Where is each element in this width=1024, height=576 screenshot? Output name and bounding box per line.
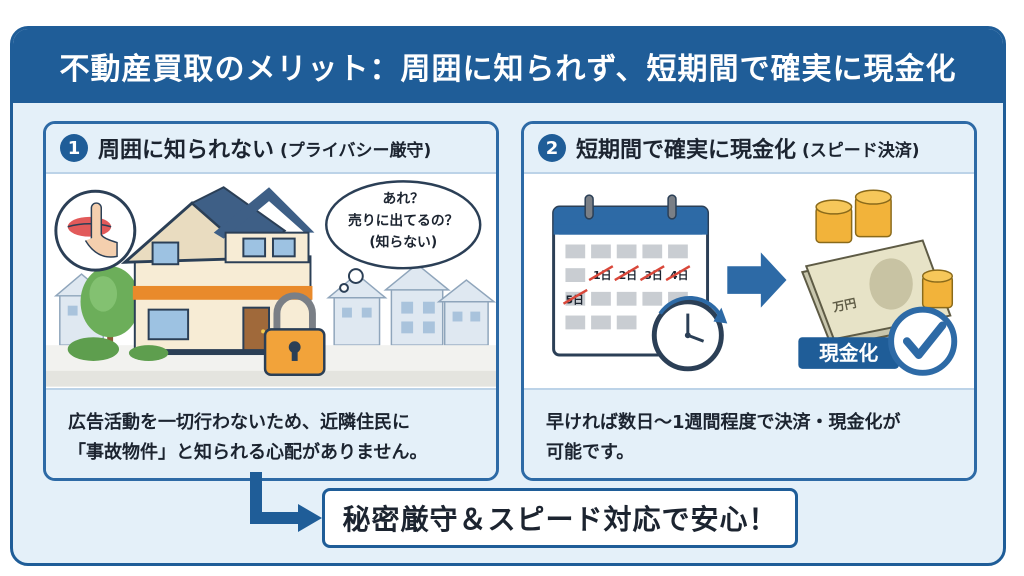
bill-label: 万円 [831, 296, 858, 315]
panel-privacy-body-line-1: 広告活動を一切行わないため、近隣住民に [68, 412, 410, 433]
calendar-day-3: 3日 [644, 269, 662, 282]
panel-speed: 2 短期間で確実に現金化 (スピード決済) 1日 2日 [521, 121, 977, 481]
panel-speed-body-line-1: 早ければ数日〜1週間程度で決済・現金化が [546, 412, 901, 433]
cta-banner: 秘密厳守＆スピード対応で安心！ [322, 488, 798, 548]
bubble-line-1: あれ？ [383, 191, 424, 207]
speed-illustration: 1日 2日 3日 4日 5日 [552, 189, 958, 376]
number-badge-1: 1 [60, 134, 88, 162]
calendar-day-2: 2日 [619, 269, 637, 282]
right-arrow-icon [727, 252, 787, 308]
panel-privacy-body-line-2: 「事故物件」と知られる心配がありません。 [68, 442, 428, 463]
infographic-frame: 不動産買取のメリット：周囲に知られず、短期間で確実に現金化 1 周囲に知られない… [10, 26, 1006, 566]
panel-speed-heading: 2 短期間で確実に現金化 (スピード決済) [524, 124, 974, 174]
clock-icon [651, 295, 728, 372]
panel-privacy-subtitle: (プライバシー厳守) [280, 140, 432, 161]
house-illustration: あれ？ 売りに出てるの？ (知らない) [46, 180, 496, 387]
bubble-line-2: 売りに出てるの？ [348, 212, 458, 229]
panel-speed-body-line-2: 可能です。 [546, 442, 635, 463]
panel-privacy: 1 周囲に知られない (プライバシー厳守) [43, 121, 499, 481]
panel-privacy-heading: 1 周囲に知られない (プライバシー厳守) [46, 124, 496, 174]
number-badge-2: 2 [538, 134, 566, 162]
bubble-line-3: (知らない) [369, 233, 437, 250]
panel-speed-title: 短期間で確実に現金化 [576, 138, 797, 163]
padlock-icon [263, 292, 326, 376]
panel-privacy-title: 周囲に知られない [98, 138, 275, 163]
hush-face-icon [54, 189, 137, 272]
calendar-day-1: 1日 [593, 269, 611, 282]
panel-privacy-body: 広告活動を一切行わないため、近隣住民に 「事故物件」と知られる心配がありません。 [46, 388, 496, 478]
checkmark-icon [888, 306, 958, 376]
tree-icon [67, 266, 140, 361]
calendar-day-4: 4日 [670, 269, 688, 282]
page-title: 不動産買取のメリット：周囲に知られず、短期間で確実に現金化 [13, 29, 1003, 103]
cash-label: 現金化 [819, 342, 878, 365]
panel-speed-subtitle: (スピード決済) [802, 140, 920, 161]
cash-label-box [798, 337, 899, 369]
calendar-day-5: 5日 [565, 294, 583, 307]
speech-bubble: あれ？ 売りに出てるの？ (知らない) [325, 180, 482, 293]
panel-speed-body: 早ければ数日〜1週間程度で決済・現金化が 可能です。 [524, 388, 974, 478]
